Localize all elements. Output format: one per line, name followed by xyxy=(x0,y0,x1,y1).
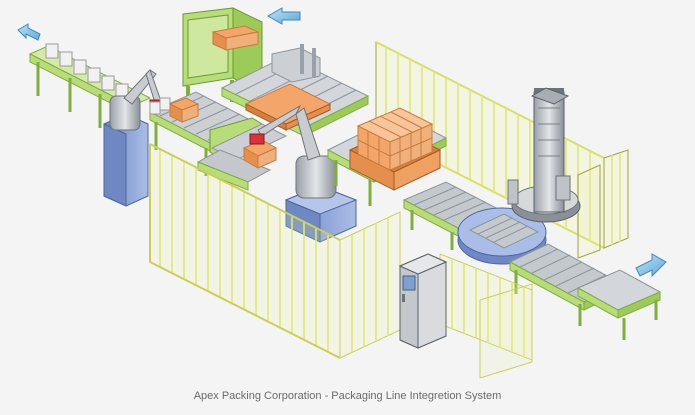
infeed-conveyor xyxy=(28,43,152,128)
case-sealer xyxy=(196,117,288,191)
outfeed-conveyor xyxy=(508,243,662,340)
pallet-turntable xyxy=(457,207,547,265)
stretch-wrapper xyxy=(507,87,581,223)
arrow-right-icon xyxy=(635,253,667,278)
case-packing-robot xyxy=(103,69,165,207)
front-fence xyxy=(149,143,533,379)
arrow-left-icon xyxy=(266,7,301,25)
arrow-left-icon xyxy=(17,23,41,41)
control-cabinet xyxy=(398,253,448,349)
diagram-caption: Apex Packing Corporation - Packaging Lin… xyxy=(193,390,502,402)
loaded-pallet xyxy=(348,107,442,191)
